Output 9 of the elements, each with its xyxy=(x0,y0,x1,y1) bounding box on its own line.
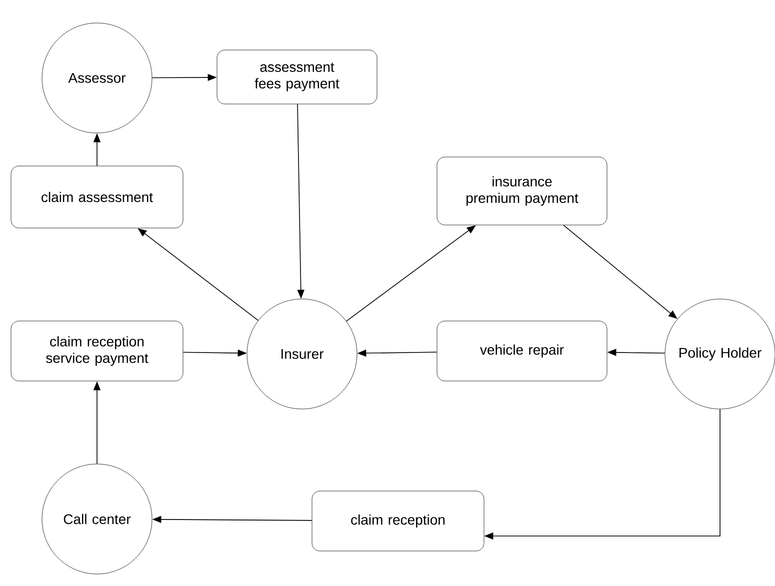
process-box: claim reception xyxy=(312,490,484,552)
process-box: insurance premium payment xyxy=(436,156,608,226)
circle-node: Assessor xyxy=(42,22,152,134)
circle-node: Insurer xyxy=(246,298,358,410)
process-box: claim assessment xyxy=(10,166,184,228)
process-box: assessment fees payment xyxy=(216,50,378,104)
process-box: claim reception service payment xyxy=(10,320,184,382)
process-box: vehicle repair xyxy=(436,320,608,382)
circle-node: Call center xyxy=(42,464,152,574)
